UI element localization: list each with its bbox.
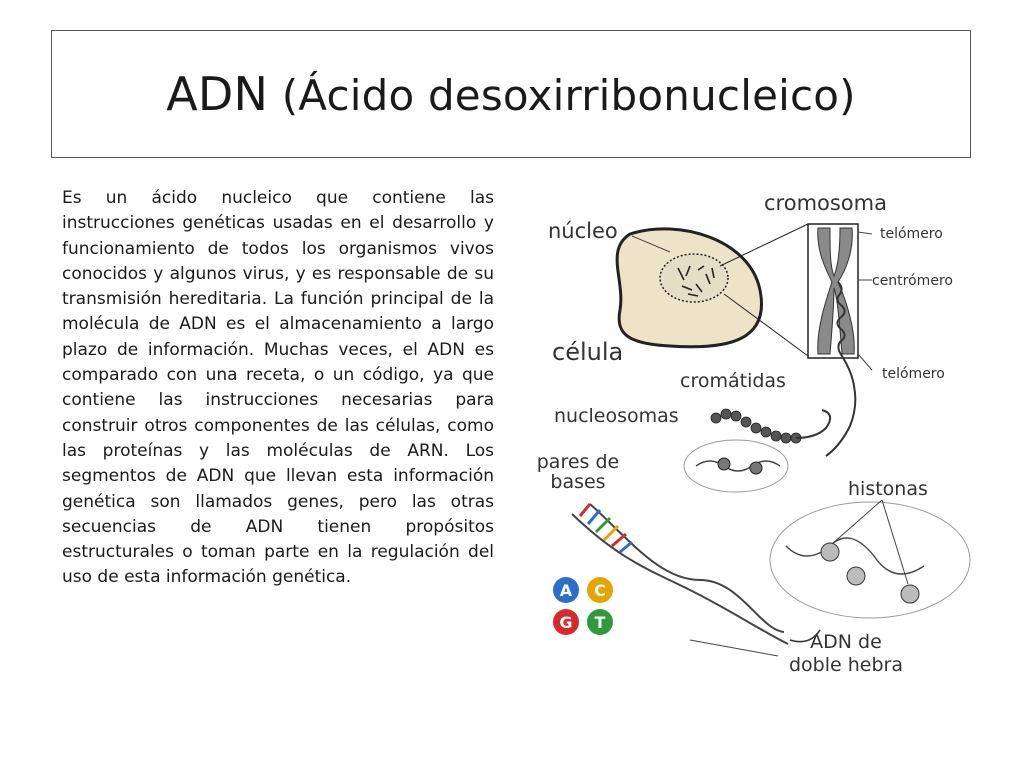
label-telomero-bottom: telómero [882, 366, 945, 382]
label-centromero: centrómero [872, 273, 953, 289]
title-box: ADN (Ácido desoxirribonucleico) [51, 30, 971, 158]
histone-3 [900, 584, 920, 604]
zoom-line-bottom [723, 293, 809, 357]
label-doble-hebra: doble hebra [789, 654, 903, 676]
label-nucleo: núcleo [548, 219, 618, 243]
nucleosome-zoom-1 [683, 439, 789, 493]
nucleus-pointer [631, 235, 671, 253]
zoom-line-top [719, 223, 809, 267]
base-t-icon [587, 609, 613, 635]
base-a-label: A [560, 581, 573, 600]
nucleosome-strand [710, 408, 802, 444]
base-c-label: C [594, 581, 606, 600]
label-celula: célula [552, 338, 623, 366]
label-histonas: histonas [848, 478, 928, 500]
base-c-icon [587, 577, 613, 603]
label-pares-de: pares de [537, 451, 619, 473]
title-subtitle: (Ácido desoxirribonucleico) [281, 71, 856, 120]
label-adn-de: ADN de [810, 631, 882, 653]
base-g-icon [553, 609, 579, 635]
histone-1 [820, 542, 840, 562]
histone-2 [846, 566, 866, 586]
label-nucleosomas: nucleosomas [554, 405, 679, 427]
slide-title: ADN (Ácido desoxirribonucleico) [166, 67, 856, 121]
nucleus-chromosomes [677, 265, 715, 297]
chromosome-shape [817, 227, 855, 355]
histone-zoom [769, 501, 971, 619]
label-cromatidas: cromátidas [680, 370, 786, 392]
double-helix [571, 503, 789, 645]
dna-diagram: A C G T cromosoma núcleo telómero centró… [537, 191, 971, 676]
body-paragraph: Es un ácido nucleico que contiene las in… [62, 188, 494, 588]
label-cromosoma: cromosoma [764, 191, 887, 215]
base-a-icon [553, 577, 579, 603]
title-main: ADN [166, 67, 269, 121]
base-t-label: T [595, 613, 606, 632]
base-g-label: G [559, 613, 572, 632]
chromatin-fiber [825, 281, 857, 457]
label-bases: bases [550, 471, 605, 493]
nucleus-shape [659, 253, 729, 303]
label-telomero-top: telómero [880, 226, 943, 242]
